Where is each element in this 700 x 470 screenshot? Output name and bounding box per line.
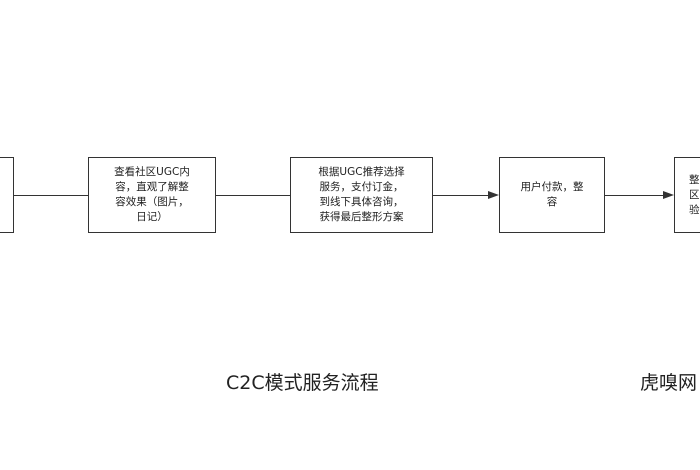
flow-node-2: 根据UGC推荐选择 服务，支付订金， 到线下具体咨询， 获得最后整形方案 xyxy=(290,157,433,233)
flow-node-0 xyxy=(0,157,14,233)
connector-n1-n2 xyxy=(216,195,290,196)
flow-node-4-text: 整 区 验 xyxy=(689,173,700,216)
flow-node-3-text: 用户付款，整 容 xyxy=(520,181,584,208)
flow-node-1-text: 查看社区UGC内 容，直观了解整 容效果（图片， 日记） xyxy=(114,166,190,223)
flow-node-2-text: 根据UGC推荐选择 服务，支付订金， 到线下具体咨询， 获得最后整形方案 xyxy=(318,166,405,223)
arrowhead-n3-n4 xyxy=(663,191,674,199)
connector-n0-n1 xyxy=(14,195,88,196)
connector-n3-n4 xyxy=(605,195,664,196)
flow-node-4: 整 区 验 xyxy=(674,157,700,233)
arrowhead-n2-n3 xyxy=(488,191,499,199)
connector-n2-n3 xyxy=(433,195,489,196)
caption-c2c-process: C2C模式服务流程 xyxy=(226,372,379,394)
flow-node-1: 查看社区UGC内 容，直观了解整 容效果（图片， 日记） xyxy=(88,157,216,233)
flow-node-3: 用户付款，整 容 xyxy=(499,157,605,233)
caption-right-source: 虎嗅网 xyxy=(640,372,698,394)
